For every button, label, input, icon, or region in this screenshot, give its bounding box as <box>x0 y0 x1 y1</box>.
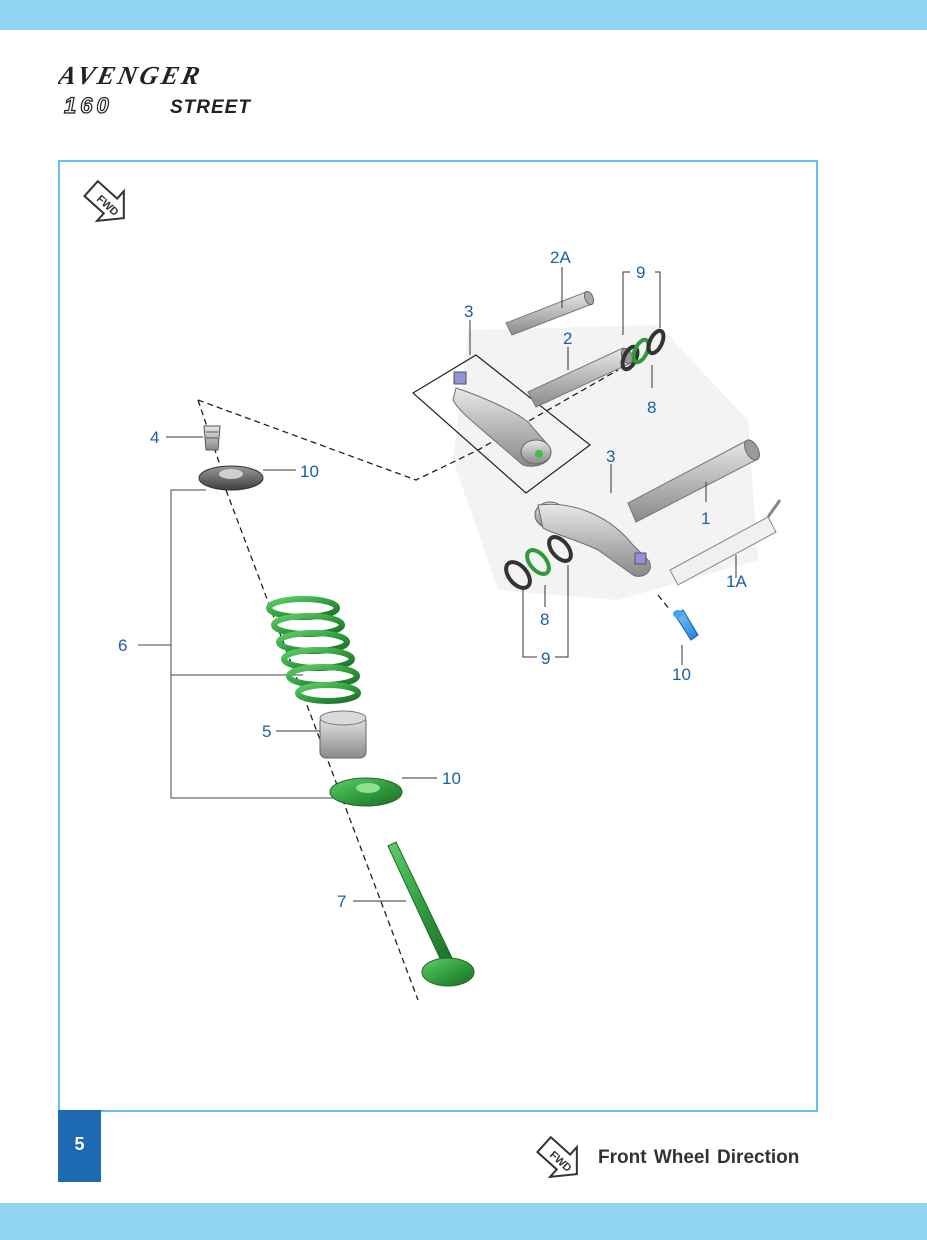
callout-8-upper: 8 <box>647 398 656 417</box>
logo-street-word: STREET <box>170 97 251 118</box>
fwd-legend-text: Front Wheel Direction <box>598 1147 800 1168</box>
rocker-arm-lower <box>534 501 651 577</box>
rocker-shaft-1 <box>627 439 760 523</box>
logo-numerals: 160 <box>64 93 113 118</box>
page-number-box: 5 <box>58 1110 101 1182</box>
diagram-frame <box>58 160 818 1112</box>
callout-10-seat: 10 <box>442 769 461 788</box>
rocker-arm-upper <box>452 371 552 467</box>
callout-1a: 1A <box>726 572 747 591</box>
spring-seat-10 <box>329 777 403 807</box>
callout-4: 4 <box>150 428 159 447</box>
callout-8-lower: 8 <box>540 610 549 629</box>
callout-7: 7 <box>337 892 346 911</box>
fwd-legend-arrow-icon: FWD <box>536 1135 578 1179</box>
bracket-lines-6 <box>138 489 346 799</box>
callout-2: 2 <box>563 329 572 348</box>
callout-10-adjuster: 10 <box>672 665 691 684</box>
callout-10-retainer: 10 <box>300 462 319 481</box>
callouts: 2A 9 3 2 8 3 1 1A 8 9 10 4 10 6 5 10 7 <box>118 248 747 911</box>
rocker-arm-box <box>411 354 591 494</box>
leader-lines <box>166 267 737 902</box>
callout-9-upper: 9 <box>636 263 645 282</box>
valve-7 <box>387 841 475 987</box>
valve-collet-4 <box>203 425 221 451</box>
callout-6: 6 <box>118 636 127 655</box>
rocker-shaft-2a <box>505 290 595 336</box>
fwd-arrow-icon: FWD <box>83 179 125 223</box>
callout-2a: 2A <box>550 248 571 267</box>
spring-retainer-10 <box>198 465 264 491</box>
callout-5: 5 <box>262 722 271 741</box>
washers-lower <box>504 535 573 590</box>
page-number: 5 <box>74 1134 85 1154</box>
rocker-shaft-1a <box>669 499 782 586</box>
valve-rocker-exploded-diagram: FWD <box>83 179 782 1001</box>
callout-1: 1 <box>701 509 710 528</box>
logo-line1: AVENGER <box>58 62 205 90</box>
washers-upper <box>620 328 666 372</box>
avenger-160-street-logo: AVENGER 160 STREET <box>58 62 251 119</box>
logo-line2: 160 STREET <box>63 92 251 118</box>
bottom-color-band <box>0 1203 927 1240</box>
top-color-band <box>0 0 927 30</box>
valve-spring-6 <box>266 596 361 704</box>
callout-3-upper: 3 <box>464 302 473 321</box>
adjuster-screw-10 <box>673 609 699 641</box>
valve-stem-seal-5 <box>319 710 367 759</box>
callout-9-lower: 9 <box>541 649 550 668</box>
callout-3-lower: 3 <box>606 447 615 466</box>
